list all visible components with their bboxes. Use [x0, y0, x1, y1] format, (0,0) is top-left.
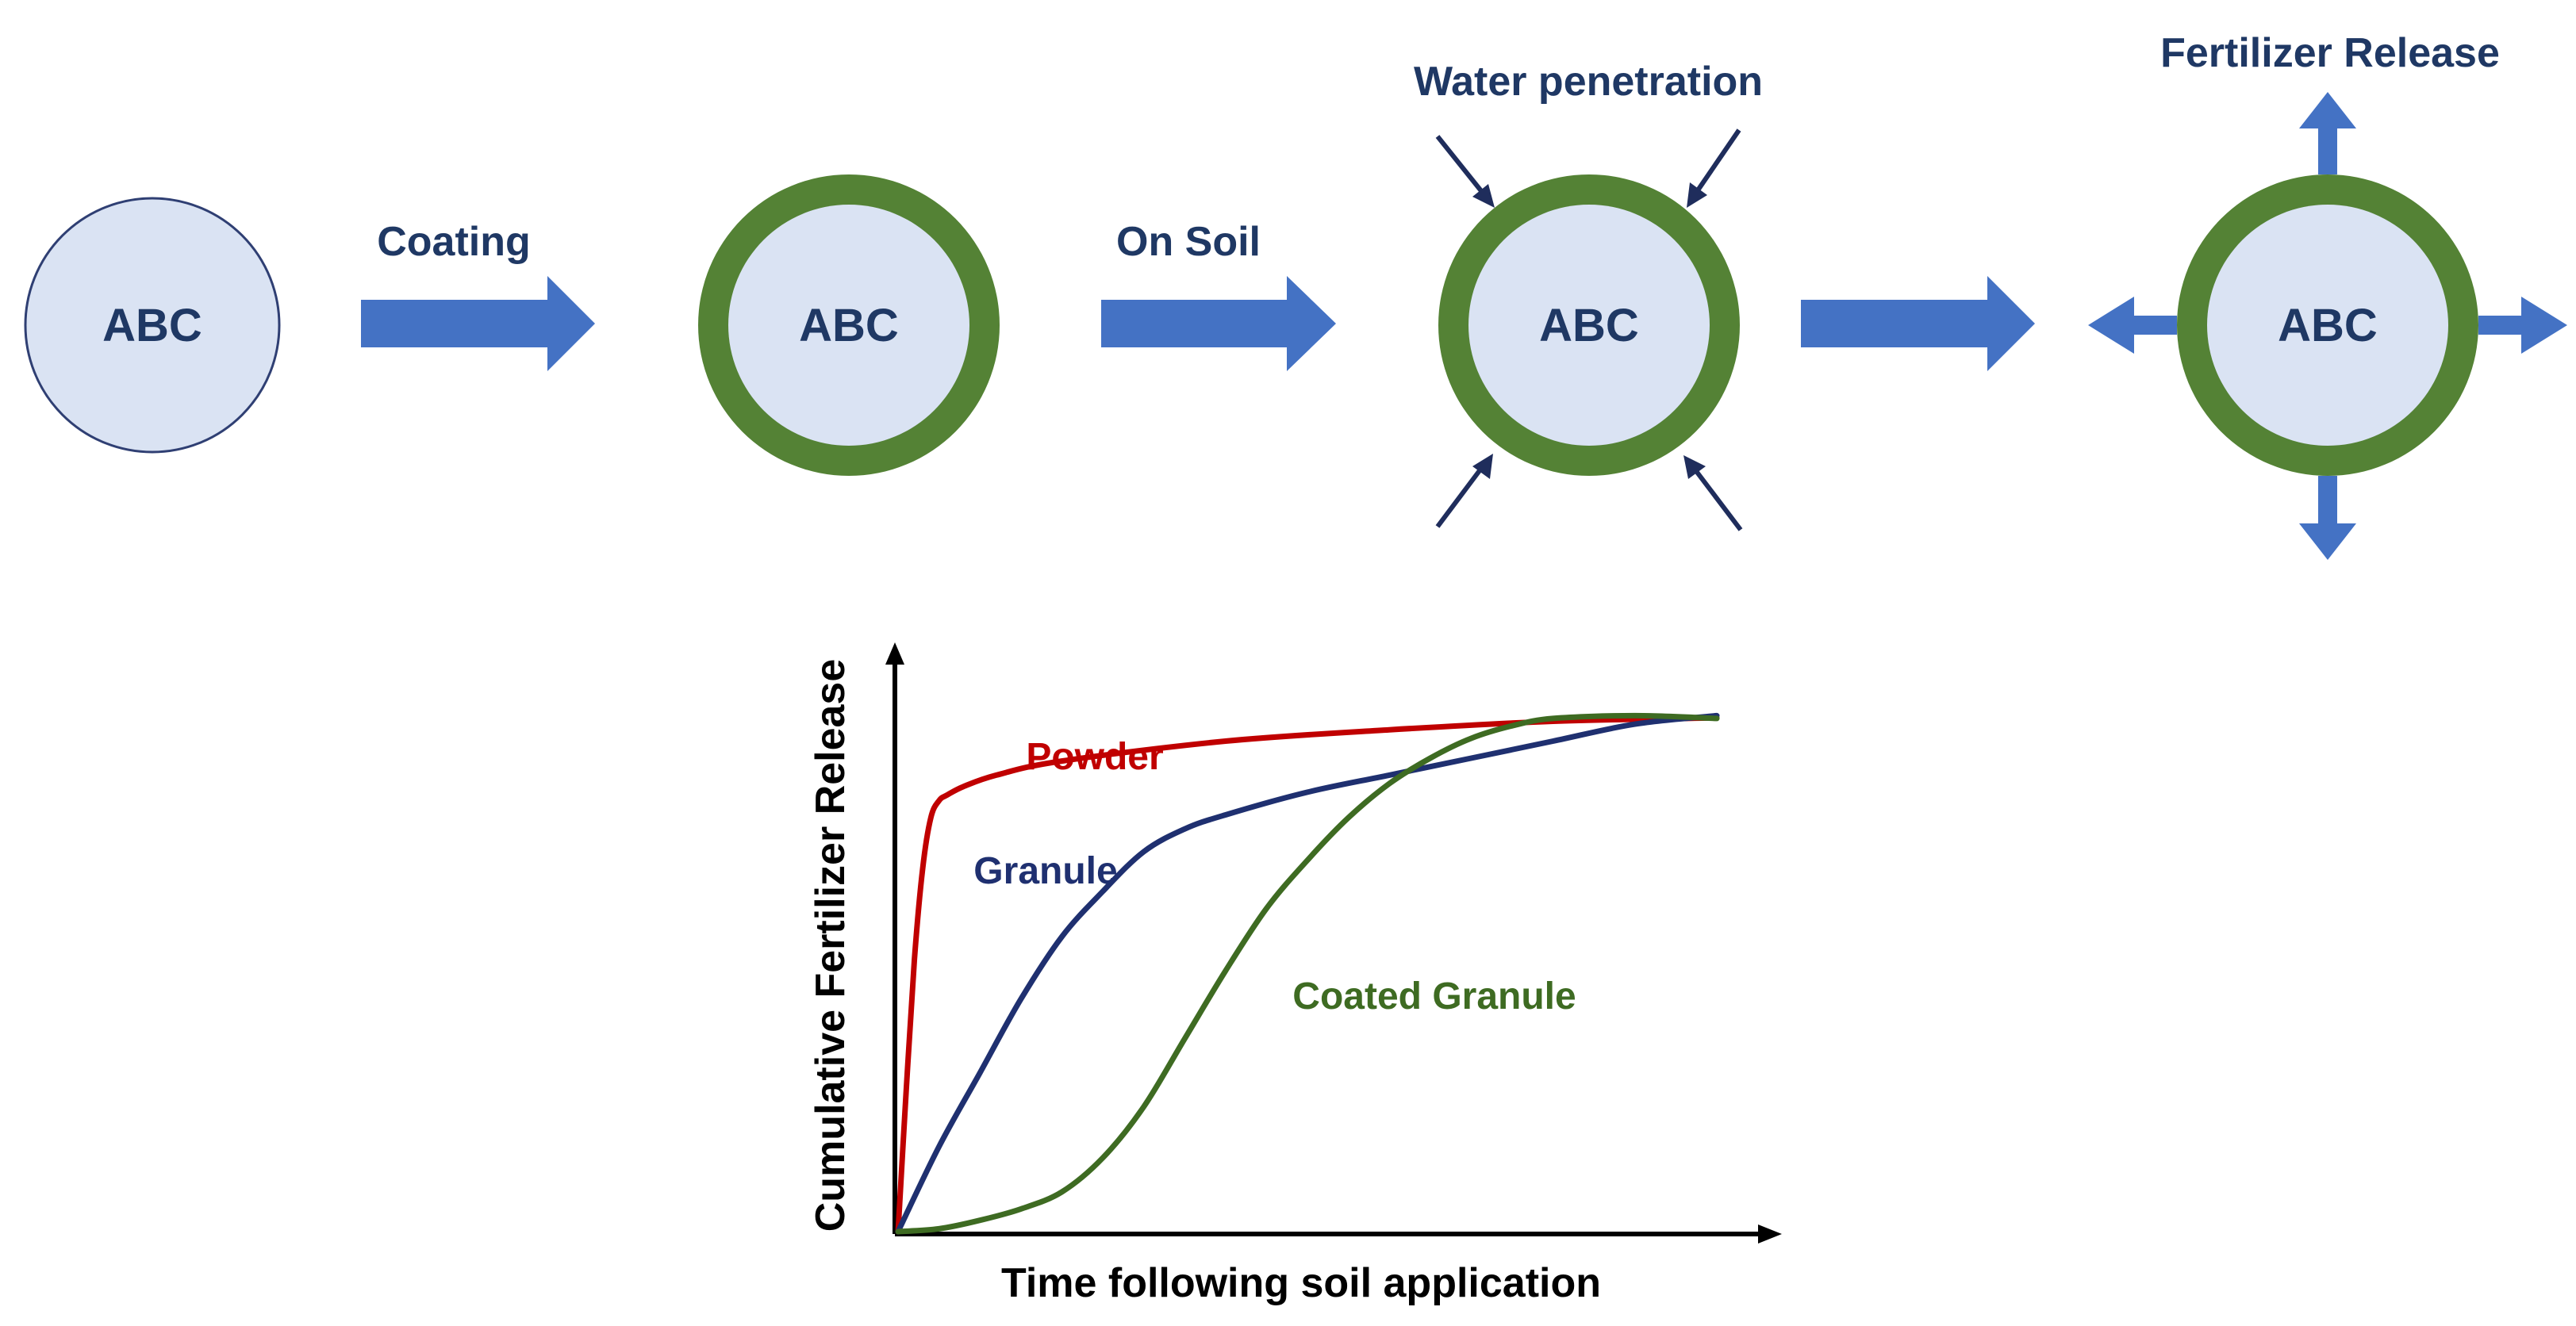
release-arrow: [1801, 276, 2035, 371]
stage-coated-granule: ABC: [698, 174, 1000, 476]
coating-label: Coating: [377, 219, 531, 265]
powder-curve: [895, 715, 1720, 1235]
granule-curve: [895, 712, 1720, 1235]
release-arrow-right-icon: [2478, 297, 2567, 354]
coated-granule-series-label: Coated Granule: [1292, 975, 1576, 1017]
fertilizer-release-label: Fertilizer Release: [2160, 30, 2500, 76]
stage-uncoated-core: ABC: [24, 197, 281, 454]
core-circle: [1468, 205, 1710, 446]
core-label: ABC: [799, 300, 899, 351]
on-soil-arrow: On Soil: [1101, 219, 1336, 371]
core-label: ABC: [2278, 300, 2378, 351]
release-curve-chart: Cumulative Fertilizer Release Time follo…: [808, 642, 1782, 1306]
chart-axes: [885, 642, 1782, 1244]
x-axis-arrow-icon: [1758, 1224, 1782, 1244]
coated-granule-curve: [895, 712, 1720, 1235]
stage-water-penetration: Water penetration ABC: [1414, 59, 1763, 531]
water-arrow-bottom-right-icon: [1683, 455, 1743, 531]
x-axis-label: Time following soil application: [1001, 1260, 1601, 1306]
water-penetration-label: Water penetration: [1414, 59, 1763, 105]
water-arrow-bottom-left-icon: [1435, 454, 1493, 528]
coating-arrow: Coating: [361, 219, 595, 371]
water-arrow-top-right-icon: [1687, 128, 1741, 208]
block-arrow-right-icon: [361, 276, 595, 371]
on-soil-label: On Soil: [1116, 219, 1261, 265]
core-circle: [24, 197, 281, 454]
core-label: ABC: [102, 300, 202, 351]
y-axis-arrow-icon: [885, 642, 904, 665]
granule-series-label: Granule: [973, 850, 1117, 892]
release-arrow-up-icon: [2299, 92, 2356, 174]
block-arrow-right-icon: [1101, 276, 1336, 371]
powder-series-label: Powder: [1026, 736, 1163, 778]
stage-fertilizer-release: Fertilizer Release ABC: [2088, 30, 2567, 560]
water-arrow-top-left-icon: [1435, 135, 1495, 208]
core-circle: [728, 205, 969, 446]
block-arrow-right-icon: [1801, 276, 2035, 371]
release-arrow-left-icon: [2088, 297, 2177, 354]
release-arrow-down-icon: [2299, 476, 2356, 560]
core-circle: [2207, 205, 2448, 446]
y-axis-label: Cumulative Fertilizer Release: [808, 659, 854, 1232]
core-label: ABC: [1539, 300, 1639, 351]
